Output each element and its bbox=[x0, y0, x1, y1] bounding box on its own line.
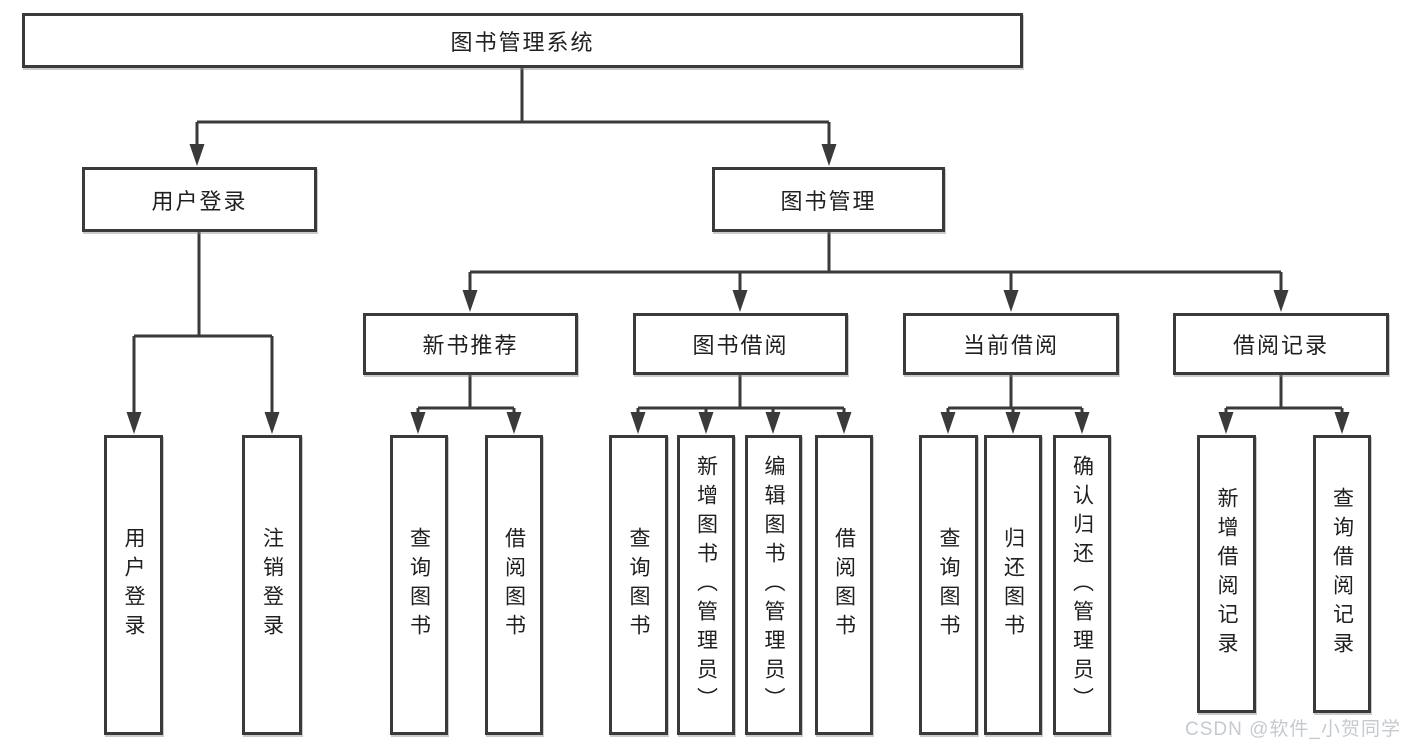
leaf-user-login-label: 用户登录 bbox=[122, 527, 145, 643]
leaf-edit-book-admin-label: 编辑图书（管理员） bbox=[762, 454, 785, 716]
leaf-borrow-books: 借阅图书 bbox=[815, 435, 873, 735]
node-book-management: 图书管理 bbox=[712, 167, 945, 232]
leaf-logout: 注销登录 bbox=[242, 435, 302, 735]
leaf-query-books-current-label: 查询图书 bbox=[937, 527, 960, 643]
leaf-query-borrow-record-label: 查询借阅记录 bbox=[1330, 487, 1354, 661]
leaf-borrow-books-recommend-label: 借阅图书 bbox=[502, 527, 526, 643]
node-book-borrow: 图书借阅 bbox=[633, 313, 848, 375]
leaf-query-books-recommend-label: 查询图书 bbox=[407, 527, 431, 643]
node-new-book-recommend: 新书推荐 bbox=[363, 313, 578, 375]
leaf-logout-label: 注销登录 bbox=[260, 527, 284, 643]
leaf-return-books: 归还图书 bbox=[984, 435, 1042, 735]
node-borrow-records: 借阅记录 bbox=[1173, 313, 1389, 375]
node-user-login: 用户登录 bbox=[82, 167, 317, 232]
leaf-confirm-return-admin: 确认归还（管理员） bbox=[1053, 435, 1111, 735]
leaf-user-login: 用户登录 bbox=[104, 435, 163, 735]
leaf-add-book-admin: 新增图书（管理员） bbox=[677, 435, 735, 735]
leaf-edit-book-admin: 编辑图书（管理员） bbox=[745, 435, 802, 735]
leaf-query-books-borrow: 查询图书 bbox=[609, 435, 668, 735]
leaf-query-borrow-record: 查询借阅记录 bbox=[1313, 435, 1371, 713]
leaf-borrow-books-label: 借阅图书 bbox=[832, 527, 856, 643]
csdn-watermark: CSDN @软件_小贺同学 bbox=[1185, 719, 1401, 740]
node-current-borrow: 当前借阅 bbox=[903, 313, 1119, 375]
leaf-return-books-label: 归还图书 bbox=[1001, 527, 1025, 643]
leaf-borrow-books-recommend: 借阅图书 bbox=[485, 435, 543, 735]
leaf-query-books-borrow-label: 查询图书 bbox=[627, 527, 650, 643]
leaf-add-book-admin-label: 新增图书（管理员） bbox=[694, 454, 718, 716]
node-root: 图书管理系统 bbox=[22, 13, 1023, 68]
leaf-confirm-return-admin-label: 确认归还（管理员） bbox=[1070, 454, 1094, 716]
leaf-add-borrow-record: 新增借阅记录 bbox=[1197, 435, 1256, 713]
leaf-query-books-recommend: 查询图书 bbox=[390, 435, 448, 735]
leaf-add-borrow-record-label: 新增借阅记录 bbox=[1215, 487, 1238, 661]
leaf-query-books-current: 查询图书 bbox=[919, 435, 978, 735]
